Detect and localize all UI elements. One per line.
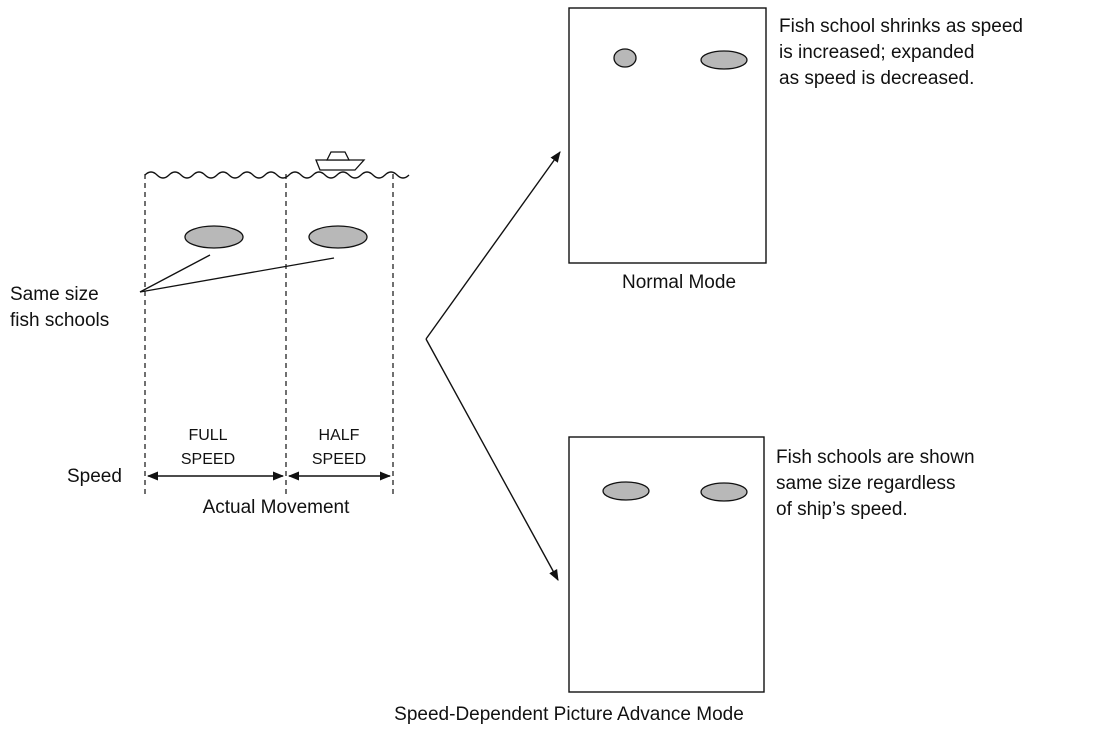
- speed-dependent-mode-caption: Speed-Dependent Picture Advance Mode: [394, 704, 744, 725]
- speed-dependent-mode-note: Fish schools are shown: [776, 447, 975, 468]
- speed-dependent-mode-note: same size regardless: [776, 473, 956, 494]
- leader-line: [139, 254, 211, 293]
- half-speed-label: HALF: [319, 427, 360, 444]
- arrow-to-normal-mode: [425, 151, 561, 340]
- branch-arrows: [425, 151, 561, 581]
- fish-school: [602, 481, 650, 501]
- full-speed-label: SPEED: [181, 451, 235, 468]
- normal-mode-panel: Fish school shrinks as speed is increase…: [568, 7, 1023, 293]
- fish-school: [700, 50, 748, 70]
- fish-school: [700, 482, 748, 502]
- full-speed-label: FULL: [188, 427, 227, 444]
- fish-schools-label: Same size: [10, 284, 99, 305]
- speed-dependent-mode-screen: [568, 436, 765, 693]
- fish-school: [184, 225, 244, 249]
- speed-dependent-mode-note: of ship’s speed.: [776, 499, 908, 520]
- speed-label: Speed: [67, 466, 122, 487]
- arrow-to-speed-dependent-mode: [425, 338, 559, 581]
- normal-mode-caption: Normal Mode: [622, 272, 736, 293]
- sea-surface-wave: [144, 171, 410, 179]
- half-speed-label: SPEED: [312, 451, 366, 468]
- actual-movement-caption: Actual Movement: [203, 497, 351, 518]
- boat-icon: [315, 151, 366, 171]
- normal-mode-note: as speed is decreased.: [779, 68, 974, 89]
- normal-mode-note: Fish school shrinks as speed: [779, 16, 1023, 37]
- fish-school: [308, 225, 368, 249]
- normal-mode-note: is increased; expanded: [779, 42, 974, 63]
- fish-school: [613, 48, 637, 68]
- fish-schools-label: fish schools: [10, 310, 109, 331]
- leader-line: [139, 257, 335, 293]
- normal-mode-screen: [568, 7, 767, 264]
- actual-movement-panel: Same size fish schools FULL SPEED HALF S…: [10, 151, 410, 518]
- speed-dependent-mode-panel: Fish schools are shown same size regardl…: [394, 436, 975, 725]
